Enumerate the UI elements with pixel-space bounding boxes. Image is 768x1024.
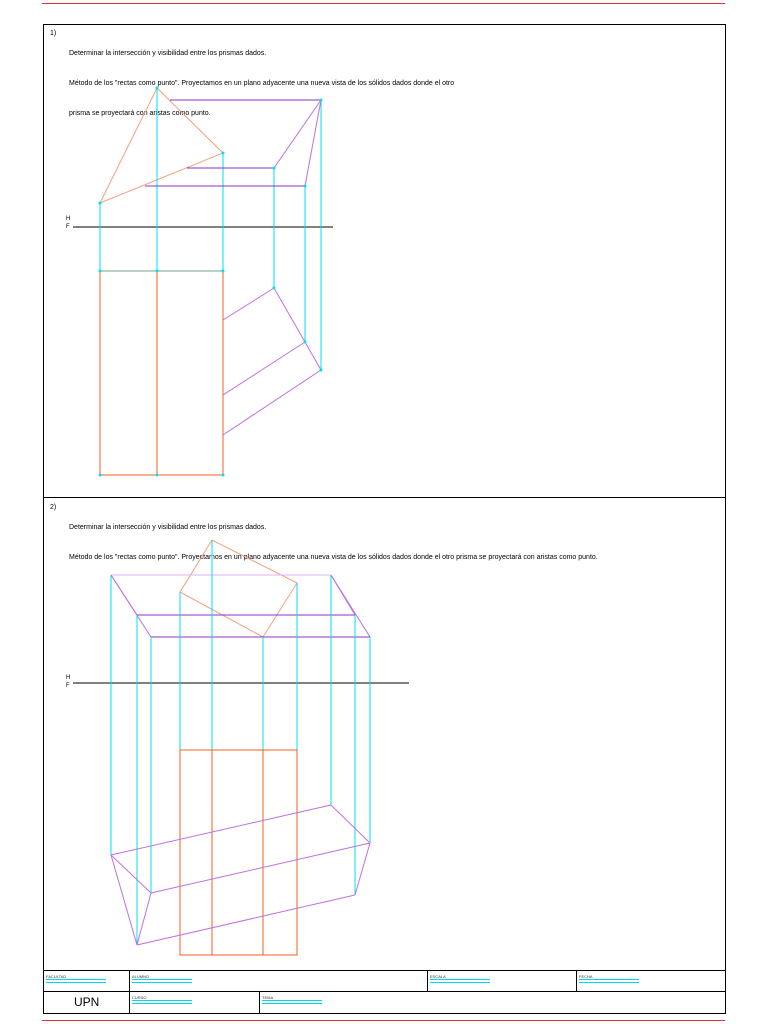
p1-violet-2 <box>304 99 322 187</box>
tb-label-tema: TEMA <box>262 995 274 1000</box>
tb-label-escala: ESCALA <box>430 974 446 979</box>
tb-line-fecha <box>579 979 639 980</box>
problem-1-line-3: prisma se proyectará con aristas como pu… <box>69 110 211 117</box>
tb-line-alumno <box>132 979 192 980</box>
p2-violet-b7 <box>354 842 371 896</box>
tb-label-facultad: FACULTAD <box>46 974 67 979</box>
tb-cell-curso[interactable]: CURSO <box>130 992 260 1013</box>
tb-line-tema <box>262 1000 322 1001</box>
tb-line-facultad-2 <box>46 982 106 983</box>
tb-cell-logo: UPN <box>44 992 130 1013</box>
tb-line-curso <box>132 1000 192 1001</box>
tb-cell-tema[interactable]: TEMA <box>260 992 725 1013</box>
p2-front-rect <box>179 749 298 956</box>
problem-1-line-1: Determinar la intersección y visibilidad… <box>69 50 267 57</box>
problem-2-line-1: Determinar la intersección y visibilidad… <box>69 524 267 531</box>
problem-1-statement: Determinar la intersección y visibilidad… <box>69 29 454 129</box>
problem-2-panel <box>43 497 726 972</box>
tb-line-facultad <box>46 979 106 980</box>
tb-cell-facultad: FACULTAD <box>44 971 130 991</box>
p1-violet-3 <box>222 287 275 321</box>
tb-line-escala-2 <box>430 982 490 983</box>
p1-violet-4 <box>273 287 306 343</box>
tb-cell-escala[interactable]: ESCALA <box>428 971 577 991</box>
problem-1-line-2: Método de los "rectas como punto". Proye… <box>69 80 455 87</box>
tb-line-escala <box>430 979 490 980</box>
problem-2-number: 2) <box>50 504 57 511</box>
tb-line-fecha-2 <box>579 982 639 983</box>
problem-2-ref-bottom: F <box>66 683 70 689</box>
tb-label-alumno: ALUMNO <box>132 974 150 979</box>
problem-1-ref-top: H <box>66 216 71 222</box>
problem-1-ref-label: H F <box>66 216 70 230</box>
title-block: FACULTAD ALUMNO ESCALA FECHA UPN CURSO T… <box>43 970 726 1014</box>
upn-logo: UPN <box>74 995 100 1009</box>
problem-1-ref-bottom: F <box>66 224 70 230</box>
p1-top-prism-edges <box>99 87 224 204</box>
p2-violet-b8 <box>136 892 152 946</box>
bottom-border-rule <box>42 1020 725 1021</box>
p2-violet-b1 <box>110 804 332 856</box>
tb-cell-fecha[interactable]: FECHA <box>577 971 725 991</box>
tb-line-tema-2 <box>262 1003 322 1004</box>
p2-top-prism-edges <box>179 539 298 638</box>
p2-violet-b6 <box>330 804 371 844</box>
top-border-rule <box>42 3 725 4</box>
p2-violet-b3 <box>136 894 356 946</box>
problem-2-statement: Determinar la intersección y visibilidad… <box>69 503 598 573</box>
p2-violet-b4 <box>110 854 152 894</box>
problem-2-drawing <box>73 539 409 956</box>
title-block-row-divider <box>44 991 725 992</box>
p1-violet-7 <box>222 369 322 436</box>
tb-line-alumno-2 <box>132 982 192 983</box>
p2-violet-b5 <box>110 854 138 946</box>
p1-violet-1 <box>273 99 322 169</box>
problem-1-number: 1) <box>50 30 57 37</box>
tb-line-curso-2 <box>132 1003 192 1004</box>
tb-label-curso: CURSO <box>132 995 147 1000</box>
tb-label-fecha: FECHA <box>579 974 593 979</box>
problem-2-ref-label: H F <box>66 675 70 689</box>
p1-violet-6 <box>304 341 322 371</box>
p1-front-rect <box>99 270 224 476</box>
problem-2-ref-top: H <box>66 675 71 681</box>
p1-violet-5 <box>222 341 306 396</box>
p2-violet-l2 <box>110 574 152 638</box>
tb-cell-alumno[interactable]: ALUMNO <box>130 971 428 991</box>
p2-violet-b2 <box>150 842 371 894</box>
p2-violet-r2 <box>330 574 371 638</box>
problem-1-drawing <box>73 86 333 477</box>
